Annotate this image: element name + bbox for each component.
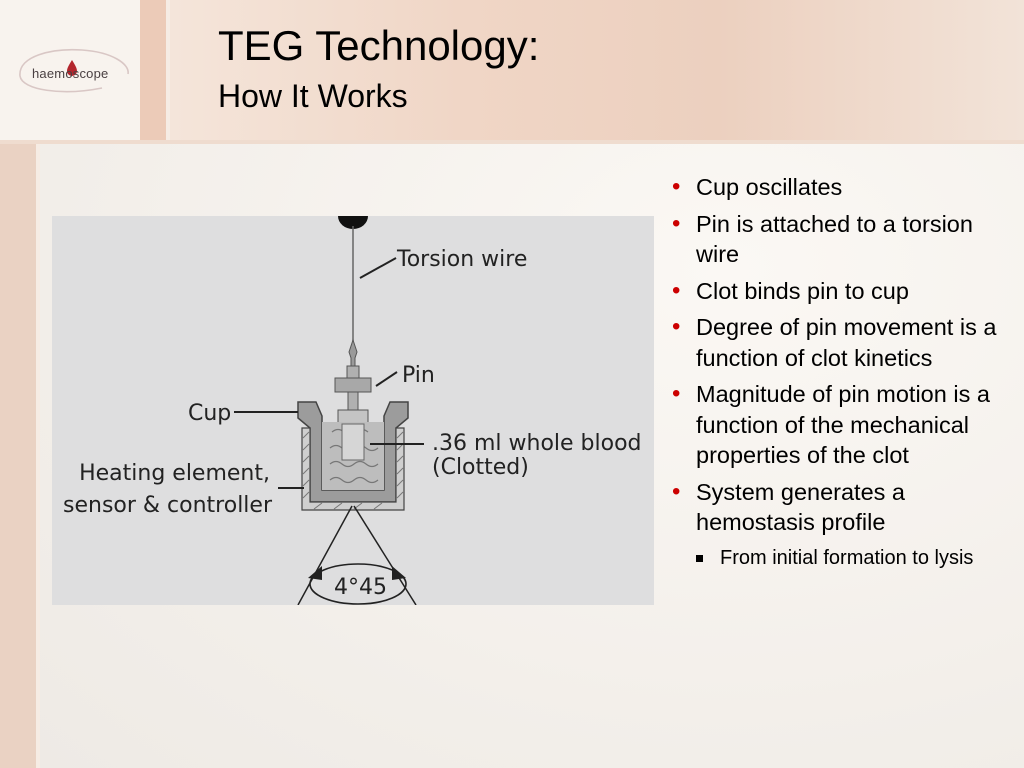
left-stripe (0, 144, 36, 768)
header-band (0, 0, 1024, 140)
label-heating-2: sensor & controller (63, 493, 273, 518)
page-subtitle: How It Works (218, 78, 408, 114)
label-pin: Pin (402, 363, 435, 388)
list-item: •Cup oscillates (668, 172, 1013, 203)
heating-element (301, 427, 405, 511)
label-blood-2: (Clotted) (432, 455, 529, 480)
sub-bullet-list: From initial formation to lysis (696, 544, 1013, 573)
list-item: •Pin is attached to a torsion wire (672, 209, 973, 268)
list-item: •Magnitude of pin motion is a function o… (672, 380, 990, 468)
arrow-right-icon (392, 566, 406, 580)
label-angle: 4°45 (334, 575, 387, 600)
list-item: •System generates a hemostasis profile F… (668, 477, 1013, 573)
label-cup: Cup (188, 401, 231, 426)
haemoscope-logo (19, 48, 129, 93)
arrow-left-icon (308, 566, 322, 580)
oscillation-arc (309, 563, 407, 605)
bullet-list: •Cup oscillates •Pin is attached to a to… (668, 172, 1013, 579)
label-torsion-wire: Torsion wire (396, 247, 527, 272)
blood-drop-icon (67, 60, 77, 76)
header-stripe (140, 0, 166, 140)
label-heating-1: Heating element, (79, 461, 270, 486)
bullet-dot-icon: • (672, 276, 681, 304)
sub-list-item: From initial formation to lysis (696, 544, 1013, 573)
page-title: TEG Technology: (218, 22, 540, 69)
pin-tip (348, 338, 358, 367)
bullet-dot-icon: • (672, 477, 681, 505)
bullet-dot-icon: • (672, 209, 681, 237)
left-stripe-light (36, 144, 40, 768)
list-item: •Clot binds pin to cup (668, 276, 1013, 307)
bullet-dot-icon: • (672, 380, 681, 407)
teg-diagram: Torsion wire Pin Cup .36 ml whole blood … (52, 216, 654, 605)
list-item: •Degree of pin movement is a function of… (672, 313, 997, 371)
square-bullet-icon (696, 554, 703, 562)
bullet-dot-icon: • (672, 313, 681, 340)
label-blood-1: .36 ml whole blood (432, 431, 642, 456)
header-divider (0, 140, 1024, 144)
logo-text: haemoscope (32, 66, 109, 81)
bullet-dot-icon: • (672, 173, 681, 200)
pin-head (337, 409, 369, 425)
header-stripe-light (166, 0, 170, 140)
